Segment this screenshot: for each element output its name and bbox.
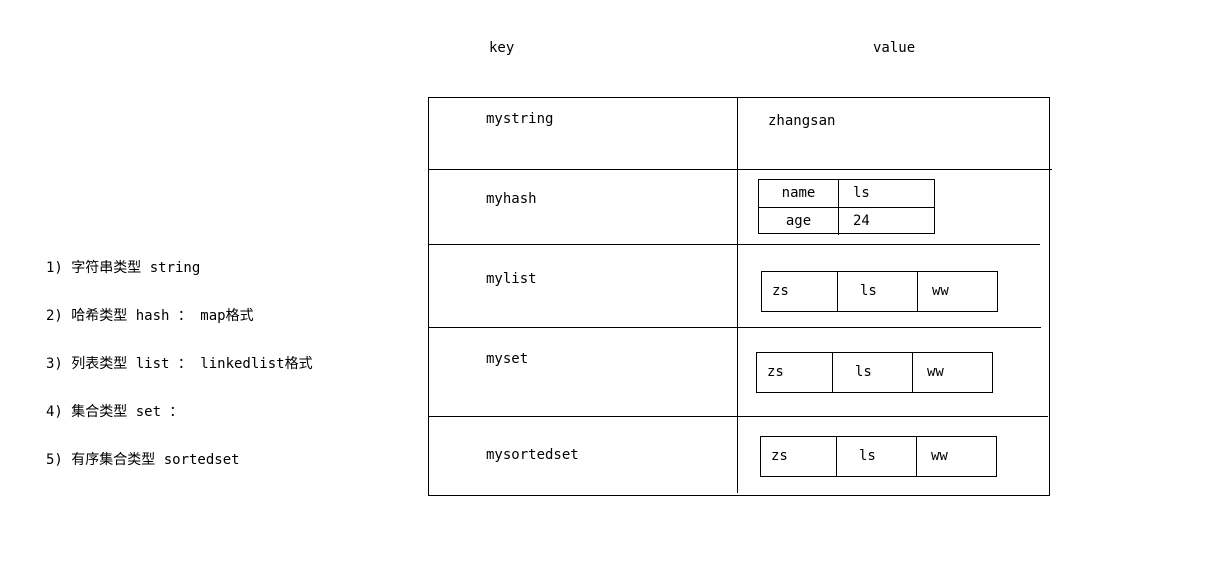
hash-value-table: name ls age 24 bbox=[758, 179, 935, 235]
key-mystring: mystring bbox=[486, 111, 554, 127]
type-item-hash: 2) 哈希类型 hash ： map格式 bbox=[46, 308, 254, 324]
set-value-cells: zs ls ww bbox=[756, 352, 993, 393]
row-divider bbox=[428, 244, 1040, 245]
row-divider bbox=[428, 416, 1048, 417]
key-mysortedset: mysortedset bbox=[486, 447, 579, 463]
type-item-string: 1) 字符串类型 string bbox=[46, 260, 201, 276]
type-item-sortedset: 5) 有序集合类型 sortedset bbox=[46, 452, 240, 468]
data-type-list: 1) 字符串类型 string 2) 哈希类型 hash ： map格式 3) … bbox=[46, 228, 313, 484]
list-item: ls bbox=[838, 272, 918, 311]
hash-field: name bbox=[759, 180, 839, 207]
sortedset-item: ls bbox=[837, 437, 917, 476]
set-item: ww bbox=[927, 364, 944, 380]
column-divider bbox=[737, 97, 738, 493]
set-item: ls bbox=[833, 353, 913, 392]
list-item: ww bbox=[932, 283, 949, 299]
sortedset-item: ww bbox=[931, 448, 948, 464]
set-item: zs bbox=[757, 353, 833, 392]
sortedset-item: zs bbox=[761, 437, 837, 476]
row-divider bbox=[428, 327, 1041, 328]
sortedset-value-cells: zs ls ww bbox=[760, 436, 997, 477]
key-mylist: mylist bbox=[486, 271, 537, 287]
hash-field-value: 24 bbox=[853, 213, 870, 229]
type-item-set: 4) 集合类型 set ： bbox=[46, 404, 184, 420]
hash-field-value: ls bbox=[853, 185, 870, 201]
row-divider bbox=[428, 169, 1052, 170]
list-item: zs bbox=[762, 272, 838, 311]
type-item-list: 3) 列表类型 list ： linkedlist格式 bbox=[46, 356, 313, 372]
key-value-table bbox=[428, 97, 1050, 496]
value-column-header: value bbox=[873, 40, 916, 56]
key-myset: myset bbox=[486, 351, 529, 367]
value-zhangsan: zhangsan bbox=[768, 113, 836, 129]
key-myhash: myhash bbox=[486, 191, 537, 207]
list-value-cells: zs ls ww bbox=[761, 271, 998, 312]
hash-field: age bbox=[759, 208, 839, 235]
key-column-header: key bbox=[489, 40, 515, 56]
hash-entry: name ls bbox=[759, 180, 934, 208]
hash-entry: age 24 bbox=[759, 208, 934, 235]
